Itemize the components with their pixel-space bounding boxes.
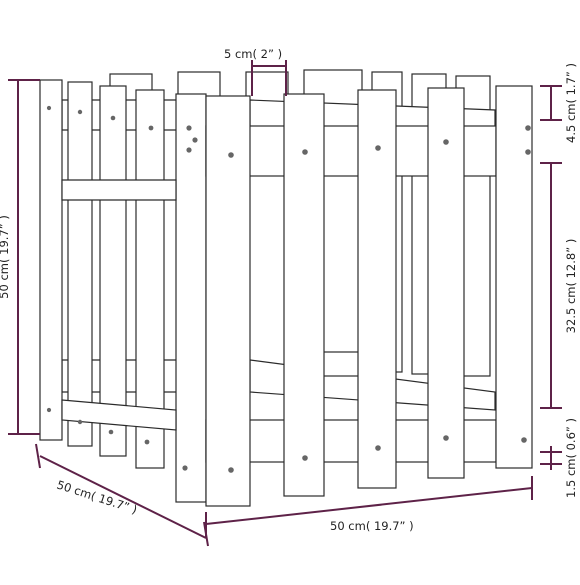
- dimension-width: 50 cm( 19.7” ): [205, 476, 533, 538]
- screw: [108, 429, 114, 435]
- front-picket: [205, 95, 251, 507]
- front-picket: [357, 89, 397, 489]
- screw: [525, 125, 531, 131]
- screw: [77, 109, 83, 115]
- left-picket: [175, 93, 207, 503]
- screw: [192, 137, 198, 143]
- front-picket: [283, 93, 325, 497]
- middle-span-label: 32.5 cm( 12.8” ): [564, 239, 578, 334]
- screw: [77, 419, 83, 425]
- left-rail-mid: [61, 179, 177, 201]
- dimension-height: 50 cm( 19.7” ): [0, 79, 40, 435]
- left-picket: [135, 89, 165, 469]
- left-picket: [67, 81, 93, 447]
- front-picket: [495, 85, 533, 469]
- screw: [110, 115, 116, 121]
- front-picket: [427, 87, 465, 479]
- screw: [302, 455, 308, 461]
- screw: [186, 125, 192, 131]
- screw: [375, 145, 381, 151]
- screw: [228, 152, 234, 158]
- bottom-gap-label: 1.5 cm( 0.6” ): [564, 418, 578, 498]
- screw: [46, 407, 52, 413]
- screws: [46, 105, 531, 473]
- screw: [182, 465, 188, 471]
- dimension-line: [39, 455, 207, 539]
- screw: [186, 147, 192, 153]
- screw: [228, 467, 234, 473]
- screw: [375, 445, 381, 451]
- screw: [525, 149, 531, 155]
- dimension-tick: [35, 443, 41, 469]
- screw: [46, 105, 52, 111]
- left-wall: [39, 79, 207, 503]
- top-gap-label: 4.5 cm( 1.7” ): [564, 63, 578, 143]
- left-rail-low: [61, 399, 177, 431]
- screw: [443, 139, 449, 145]
- screw: [302, 149, 308, 155]
- screw: [148, 125, 154, 131]
- height-label: 50 cm( 19.7” ): [0, 215, 11, 299]
- left-picket: [99, 85, 127, 457]
- dimension-line: [205, 487, 533, 525]
- screw: [443, 435, 449, 441]
- front-wall: [205, 85, 533, 507]
- dimension-top-width: 5 cm( 2” ): [224, 47, 287, 96]
- screw: [521, 437, 527, 443]
- top-width-label: 5 cm( 2” ): [224, 47, 282, 61]
- width-label: 50 cm( 19.7” ): [330, 519, 414, 533]
- dimension-right-vertical: 4.5 cm( 1.7” ) 32.5 cm( 12.8” ) 1.5 cm( …: [540, 63, 578, 498]
- left-picket: [39, 79, 63, 441]
- screw: [144, 439, 150, 445]
